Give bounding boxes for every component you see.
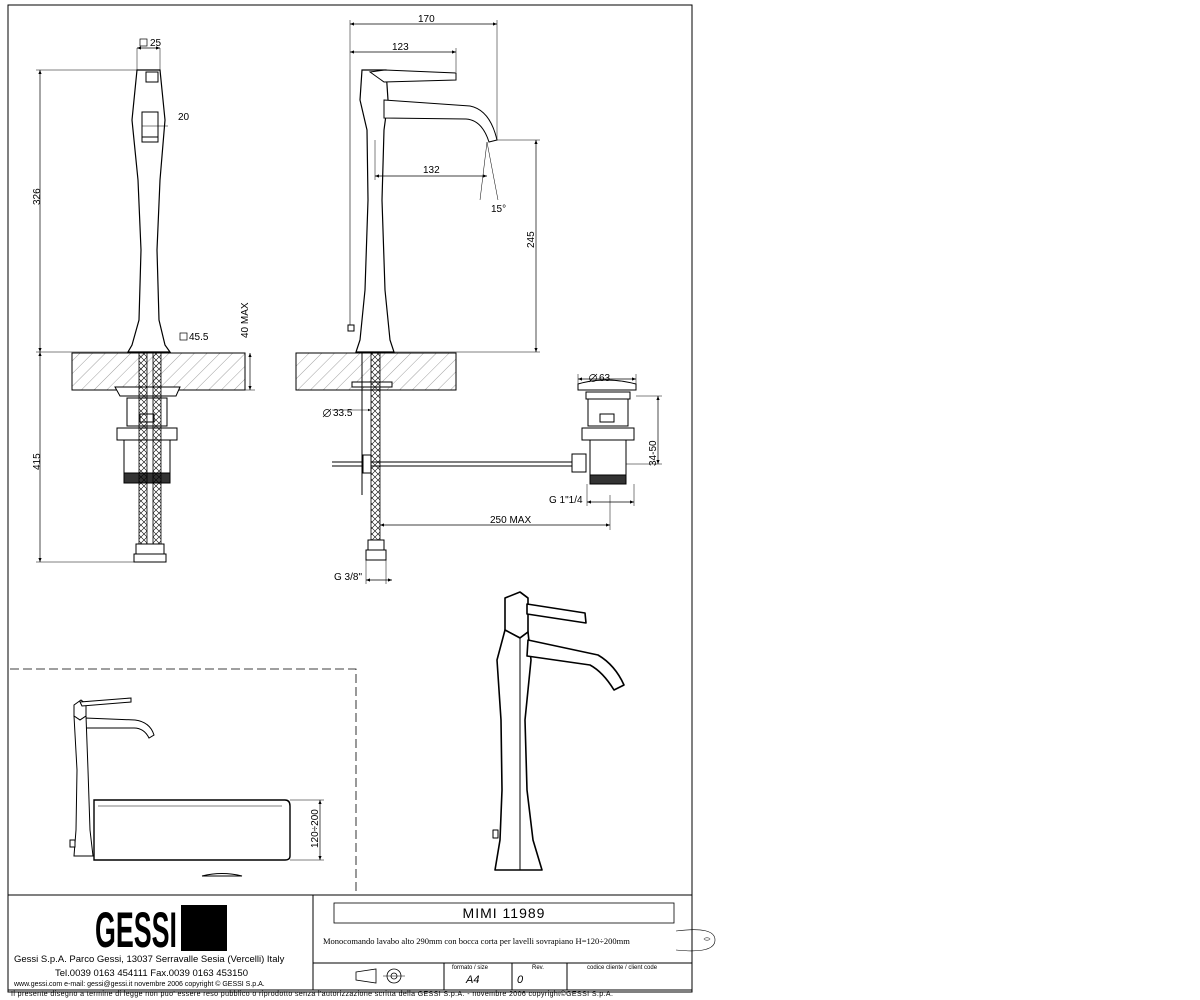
rev-label: Rev. [532,965,544,971]
legal-notice: Il presente disegno a termine di legge n… [11,991,614,998]
perspective-view [492,591,625,871]
front-waste-flange [114,386,181,397]
dim-front-lever-depth: 20 [178,112,190,123]
dim-side-shank-diameter: 33.5 [333,408,353,419]
dim-side-spout-height: 245 [526,231,537,248]
basin [93,799,291,861]
dim-front-width: 25 [150,38,162,49]
product-description: Monocomando lavabo alto 290mm con bocca … [323,936,630,946]
dim-waste-cap-diameter: 63 [599,373,611,384]
product-title: MIMI 11989 [462,905,546,921]
dim-basin-height-range: 120÷200 [310,809,321,848]
side-hose [370,352,381,546]
dim-front-deck-max: 40 MAX [240,302,251,338]
side-lever [368,69,457,83]
dim-side-spout-reach: 132 [423,165,440,176]
front-mixer-body [126,69,172,353]
gessi-logo-text: GESSI [95,902,177,958]
dim-side-lever-reach: 123 [392,42,409,53]
dim-front-height: 326 [32,188,43,205]
format-label: formato / size [452,965,489,971]
company-address: Gessi S.p.A. Parco Gessi, 13037 Serraval… [14,954,285,965]
client-code-label: codice cliente / client code [587,965,658,971]
front-lever-cap [145,71,159,83]
front-cartridge [141,111,159,143]
dim-side-spout-angle: 15° [491,204,506,215]
company-phone: Tel.0039 0163 454111 Fax.0039 0163 45315… [55,968,248,979]
dim-front-below-deck: 415 [32,453,43,470]
sheet-border [7,4,693,993]
dim-side-hose-thread: G 3/8" [334,572,362,583]
waste-view [571,373,662,506]
front-hose-left [138,352,148,546]
title-block-frame [8,894,716,991]
front-view [36,38,255,563]
dim-front-base: 45.5 [189,332,209,343]
dim-side-rod-length: 250 MAX [490,515,531,526]
dim-waste-depth-range: 34-50 [648,440,659,466]
gessi-logo: GESSI [95,902,227,958]
side-spout [383,99,498,143]
side-view [295,20,611,584]
dim-waste-thread: G 1"1/4 [549,495,583,506]
format-value: A4 [466,974,480,986]
dim-side-total-depth: 170 [418,14,435,25]
installation-detail [10,668,357,895]
front-hose-right [152,352,162,546]
rev-value: 0 [517,974,524,986]
company-web: www.gessi.com e-mail: gessi@gessi.it nov… [14,981,265,988]
